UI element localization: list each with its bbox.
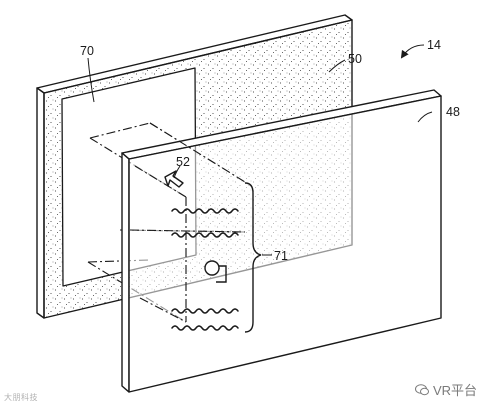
label-50: 50 (348, 52, 362, 66)
watermark-left: 大朋科技 (4, 392, 38, 403)
leader-50 (328, 59, 346, 73)
front-layer (121, 89, 442, 393)
squiggle-line-2 (171, 232, 239, 238)
label-48: 48 (446, 105, 460, 119)
squiggle-line-1 (171, 208, 239, 214)
curly-bracket (244, 182, 262, 333)
watermark-left-text: 大朋科技 (4, 393, 38, 402)
pointer-marker (164, 170, 184, 188)
watermark-right-text: VR平台 (432, 383, 477, 398)
text-squiggles (171, 208, 239, 331)
leader-52 (173, 165, 181, 179)
leader-14 (400, 44, 425, 59)
key-glyph-icon (204, 260, 227, 283)
leader-lines (87, 44, 433, 256)
label-71: 71 (274, 249, 288, 263)
leader-70 (87, 57, 95, 103)
label-70: 70 (80, 44, 94, 58)
label-52: 52 (176, 155, 190, 169)
chat-bubble-icon (414, 383, 429, 395)
squiggle-line-4 (171, 325, 239, 331)
label-14: 14 (427, 38, 441, 52)
watermark-right: VR平台 (414, 380, 477, 399)
squiggle-line-3 (171, 308, 239, 314)
projection-lines-front (129, 122, 246, 323)
leader-48 (417, 111, 433, 123)
